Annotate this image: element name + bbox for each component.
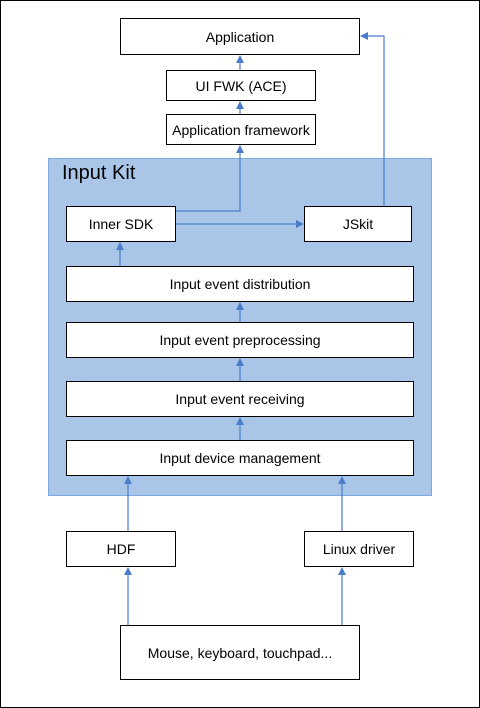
application-box: Application <box>120 18 360 55</box>
application-framework-box: Application framework <box>166 114 316 145</box>
device-management-box: Input device management <box>66 440 414 476</box>
event-distribution-box: Input event distribution <box>66 266 414 302</box>
arrow-jskit-to-application <box>360 32 385 206</box>
input-kit-title: Input Kit <box>62 162 136 184</box>
input-devices-box: Mouse, keyboard, touchpad... <box>120 625 360 680</box>
inner-sdk-box: Inner SDK <box>66 206 176 242</box>
arrow-innersdk-to-appfw <box>176 145 244 212</box>
hdf-box: HDF <box>66 531 176 567</box>
event-preprocessing-box: Input event preprocessing <box>66 322 414 358</box>
event-receiving-box: Input event receiving <box>66 381 414 417</box>
linux-driver-box: Linux driver <box>304 531 414 567</box>
ui-fwk-box: UI FWK (ACE) <box>166 70 316 101</box>
jskit-box: JSkit <box>304 206 412 242</box>
